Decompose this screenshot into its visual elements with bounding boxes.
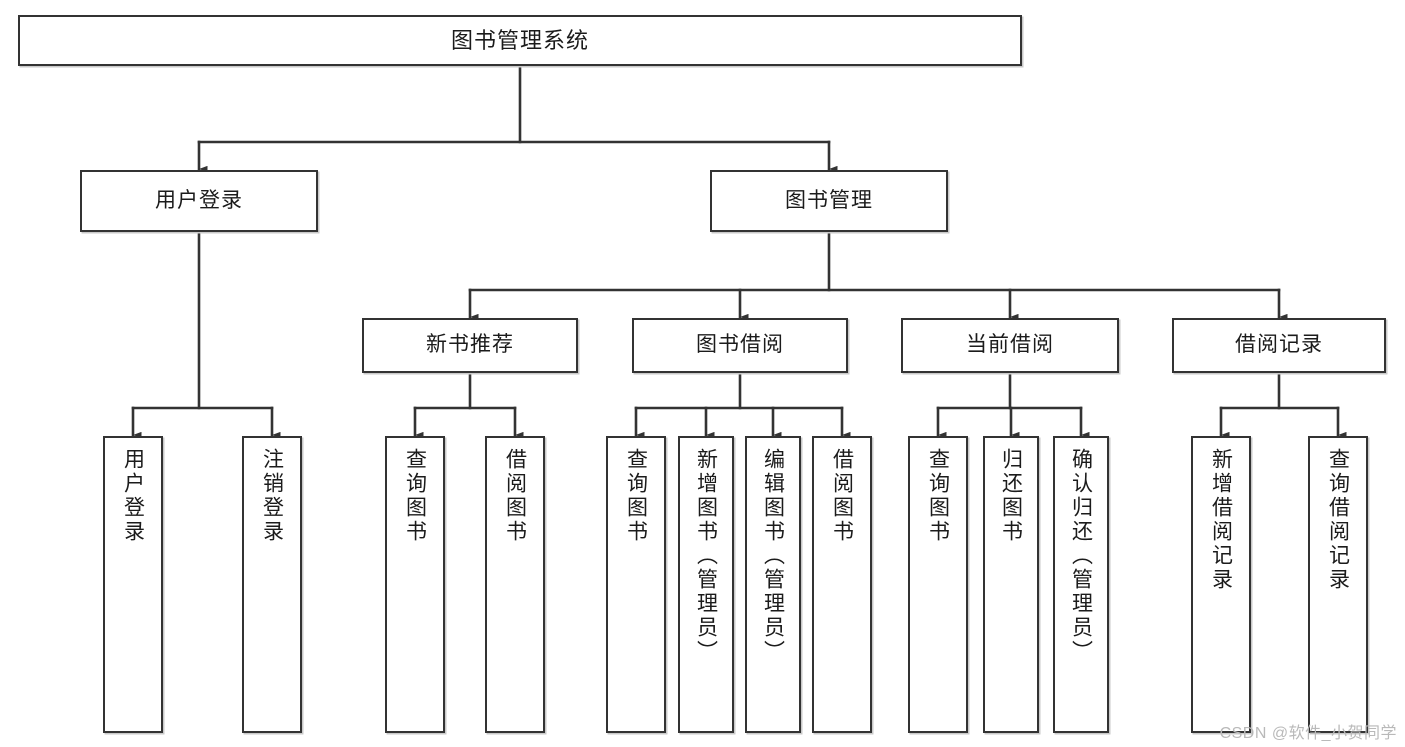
node-login[interactable]: 用户登录 xyxy=(80,170,318,232)
node-records[interactable]: 借阅记录 xyxy=(1172,318,1386,373)
node-label: 借阅图书 xyxy=(830,448,854,544)
node-leaf-records-2[interactable]: 查询借阅记录 xyxy=(1308,436,1368,733)
node-bookmgmt[interactable]: 图书管理 xyxy=(710,170,948,232)
node-label: 查询图书 xyxy=(624,448,648,544)
node-leaf-borrow-4[interactable]: 借阅图书 xyxy=(812,436,872,733)
node-label: 新书推荐 xyxy=(426,333,514,357)
node-label: 图书借阅 xyxy=(696,333,784,357)
node-leaf-records-1[interactable]: 新增借阅记录 xyxy=(1191,436,1251,733)
node-leaf-borrow-1[interactable]: 查询图书 xyxy=(606,436,666,733)
node-label: 归还图书 xyxy=(999,448,1023,544)
node-leaf-newbook-2[interactable]: 借阅图书 xyxy=(485,436,545,733)
node-label: 查询图书 xyxy=(926,448,950,544)
node-label: 用户登录 xyxy=(121,448,145,544)
node-leaf-current-1[interactable]: 查询图书 xyxy=(908,436,968,733)
node-label: 注销登录 xyxy=(260,448,284,544)
node-leaf-current-3[interactable]: 确认归还（管理员） xyxy=(1053,436,1109,733)
node-newbook[interactable]: 新书推荐 xyxy=(362,318,578,373)
node-label: 新增图书（管理员） xyxy=(694,448,718,664)
node-label: 编辑图书（管理员） xyxy=(761,448,785,664)
node-leaf-login-1[interactable]: 用户登录 xyxy=(103,436,163,733)
node-leaf-login-2[interactable]: 注销登录 xyxy=(242,436,302,733)
node-current[interactable]: 当前借阅 xyxy=(901,318,1119,373)
node-label: 借阅图书 xyxy=(503,448,527,544)
node-leaf-borrow-3[interactable]: 编辑图书（管理员） xyxy=(745,436,801,733)
node-label: 查询借阅记录 xyxy=(1326,448,1350,592)
node-root[interactable]: 图书管理系统 xyxy=(18,15,1022,66)
edges-group xyxy=(131,64,1347,439)
node-label: 用户登录 xyxy=(155,188,243,212)
node-leaf-current-2[interactable]: 归还图书 xyxy=(983,436,1039,733)
node-leaf-newbook-1[interactable]: 查询图书 xyxy=(385,436,445,733)
node-label: 新增借阅记录 xyxy=(1209,448,1233,592)
node-label: 图书管理系统 xyxy=(450,27,589,53)
node-borrow[interactable]: 图书借阅 xyxy=(632,318,848,373)
node-label: 查询图书 xyxy=(403,448,427,544)
node-label: 图书管理 xyxy=(785,188,873,212)
watermark-label: CSDN @软件_小贺同学 xyxy=(1219,725,1397,742)
node-leaf-borrow-2[interactable]: 新增图书（管理员） xyxy=(678,436,734,733)
node-label: 借阅记录 xyxy=(1235,333,1323,357)
node-label: 确认归还（管理员） xyxy=(1069,448,1093,664)
node-label: 当前借阅 xyxy=(966,333,1054,357)
